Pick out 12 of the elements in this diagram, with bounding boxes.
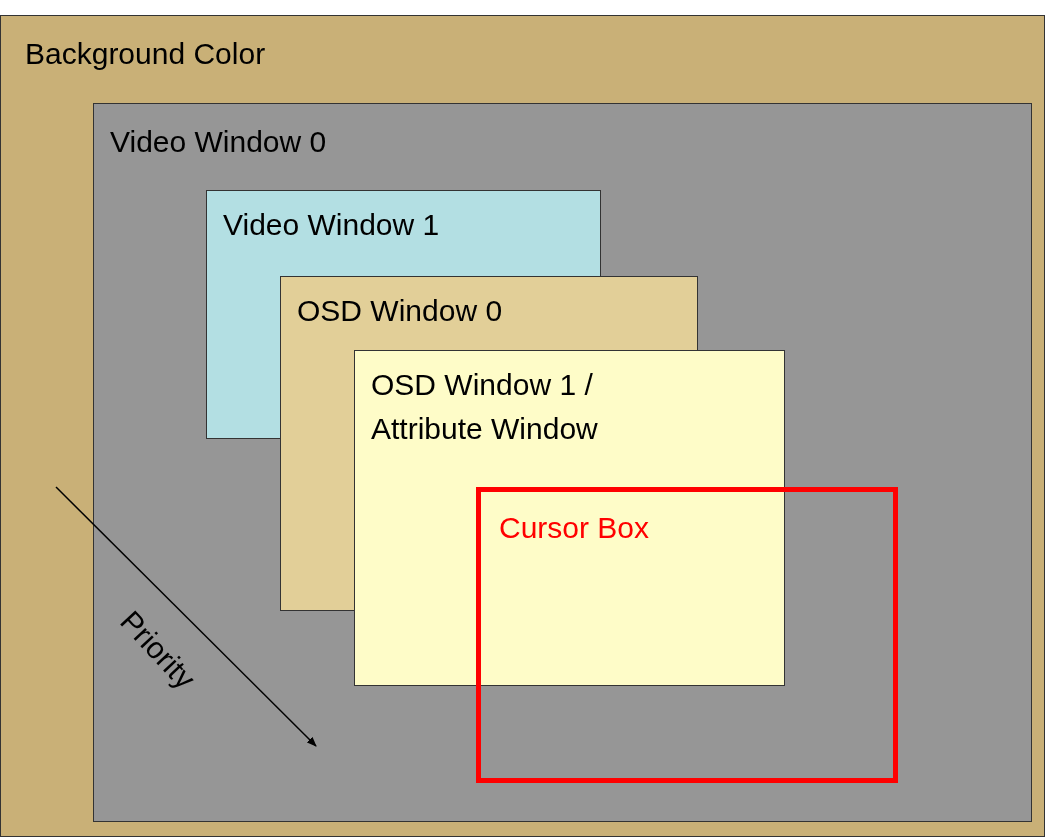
- cursor-box: [476, 487, 898, 783]
- background-panel: [0, 15, 1045, 837]
- window-label: OSD Window 1 / Attribute Window: [371, 367, 599, 447]
- window-label: OSD Window 0: [297, 293, 504, 329]
- window-panel: [93, 103, 1032, 822]
- window-label: Cursor Box: [499, 510, 651, 546]
- window-label: Video Window 1: [223, 207, 441, 243]
- window-panel: [206, 190, 601, 277]
- window-label: Video Window 0: [110, 124, 328, 160]
- window-panel: [280, 276, 698, 351]
- window-label: Background Color: [25, 36, 267, 72]
- window-panel: [354, 350, 785, 686]
